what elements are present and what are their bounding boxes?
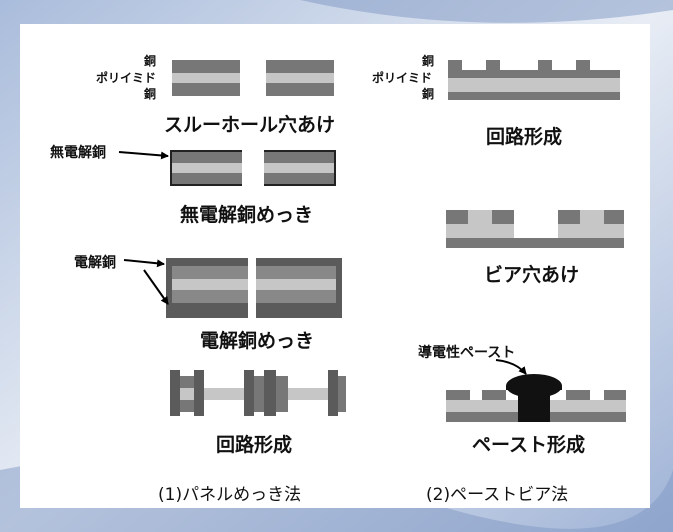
paste-laminate-circuit	[448, 60, 620, 100]
left-polyimide-label: ポリイミド	[96, 71, 157, 85]
paste-laminate-paste-filled	[446, 359, 626, 422]
step-paste-formation: ペースト形成	[472, 434, 586, 456]
right-polyimide-label: ポリイミド	[372, 71, 433, 85]
laminate-electrolytic-plated	[123, 258, 342, 318]
laminate-drilled	[172, 60, 334, 96]
process-diagram	[118, 60, 626, 422]
laminate-electroless-plated	[118, 150, 336, 186]
right-copper-top-label: 銅	[422, 54, 435, 68]
electrolytic-copper-label: 電解銅	[74, 255, 116, 271]
step-circuit-formation-right: 回路形成	[486, 126, 563, 148]
right-copper-bottom-label: 銅	[422, 87, 435, 101]
diagram-panel: 銅 ポリイミド 銅 スルーホール穴あけ 無電解銅 無電解銅めっき 電解銅 電解銅…	[20, 24, 650, 508]
step-electroless-plating: 無電解銅めっき	[180, 204, 314, 226]
left-copper-top-label: 銅	[144, 54, 157, 68]
paste-laminate-via-hole	[446, 210, 624, 248]
step-circuit-formation-left: 回路形成	[216, 434, 293, 456]
conductive-paste-label: 導電性ペースト	[418, 345, 516, 361]
step-via-drilling: ビア穴あけ	[484, 264, 580, 286]
step-electrolytic-plating: 電解銅めっき	[200, 330, 315, 352]
left-copper-bottom-label: 銅	[144, 87, 157, 101]
method-panel-plating-title: (1)パネルめっき法	[158, 485, 302, 505]
step-through-hole-drilling: スルーホール穴あけ	[164, 114, 336, 136]
laminate-circuit-formed	[170, 370, 346, 416]
method-paste-via-title: (2)ペーストビア法	[426, 485, 569, 505]
electroless-copper-label: 無電解銅	[50, 145, 106, 161]
